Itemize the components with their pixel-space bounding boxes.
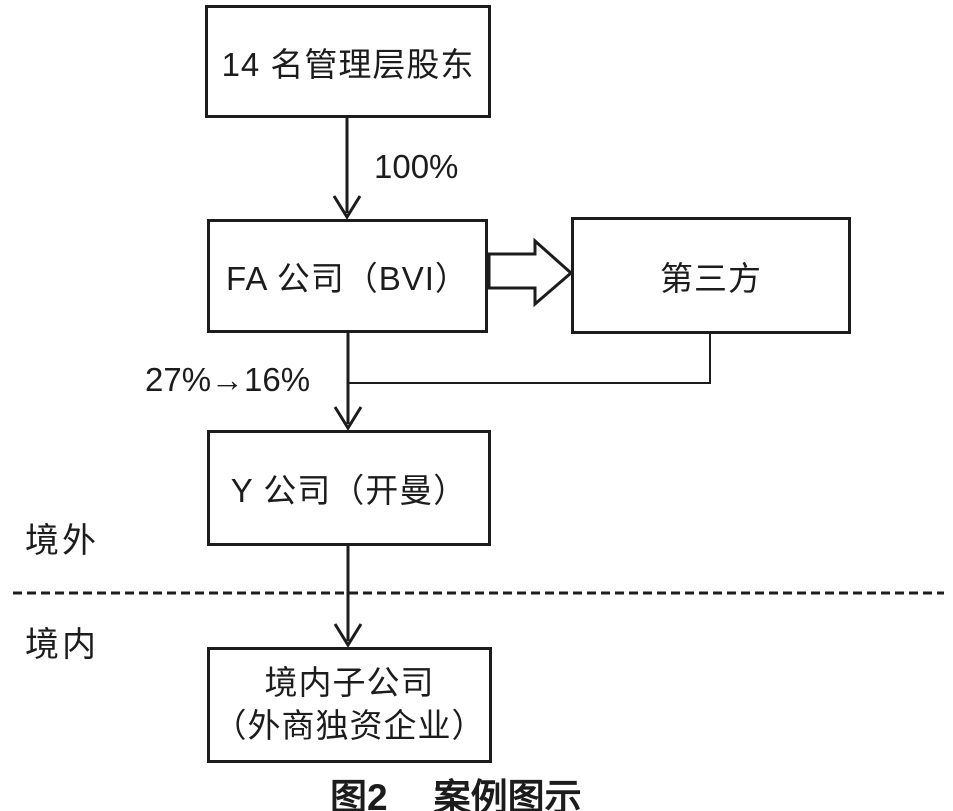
edge-label-100-percent: 100% <box>374 148 459 185</box>
node-shareholders: 14 名管理层股东 <box>205 5 491 118</box>
figure-caption: 图2 案例图示 <box>330 767 582 811</box>
region-label-offshore: 境外 <box>25 522 99 560</box>
region-label-onshore: 境内 <box>25 626 99 664</box>
node-third-party: 第三方 <box>571 217 851 334</box>
node-shareholders-label: 14 名管理层股东 <box>221 45 475 83</box>
connector-thirdparty-to-y <box>348 334 711 384</box>
arrow-fa-to-y <box>333 333 363 431</box>
node-third-party-label: 第三方 <box>660 259 762 297</box>
node-domestic-subsidiary-label-line2: （外商独资企业） <box>213 707 486 744</box>
node-fa-company: FA 公司（BVI） <box>207 219 488 333</box>
node-domestic-subsidiary-label-line1: 境内子公司 <box>264 664 435 702</box>
edge-label-27-to-16-percent: 27%→16% <box>145 361 311 398</box>
node-y-company-label: Y 公司（开曼） <box>230 472 468 509</box>
figure-caption-title: 案例图示 <box>433 777 582 811</box>
arrow-y-to-domestic <box>333 546 363 648</box>
block-arrow-fa-to-thirdparty <box>487 237 574 308</box>
node-domestic-subsidiary: 境内子公司 （外商独资企业） <box>207 647 492 763</box>
figure-caption-number: 图2 <box>330 777 388 811</box>
node-y-company: Y 公司（开曼） <box>207 430 491 546</box>
arrow-shareholders-to-fa <box>332 118 362 220</box>
node-fa-company-label: FA 公司（BVI） <box>226 260 469 297</box>
